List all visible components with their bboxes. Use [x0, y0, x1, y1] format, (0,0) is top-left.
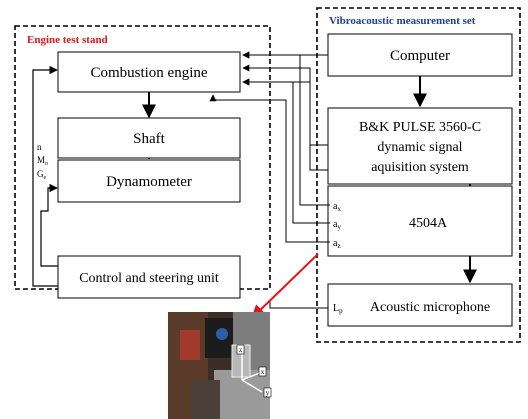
photo-axis-marks: z x y	[236, 344, 272, 398]
axis-ay: ay	[333, 219, 341, 231]
measurement-set-frame	[316, 7, 521, 343]
engine-photo	[168, 312, 270, 419]
microphone-label: Acoustic microphone	[370, 300, 490, 315]
az-sensor-line	[209, 94, 330, 243]
computer-label: Computer	[390, 48, 450, 64]
combustion-engine-label: Combustion engine	[90, 65, 207, 81]
shaft-label: Shaft	[133, 131, 165, 147]
pulse-label-line1: B&K PULSE 3560-C	[359, 120, 481, 135]
accelerometer-label: 4504A	[409, 216, 448, 231]
pulse-block	[327, 107, 513, 185]
photo-axis-x: x	[261, 368, 265, 376]
ax-sensor-line	[242, 51, 330, 206]
control-unit-label: Control and steering unit	[79, 271, 219, 286]
microphone-block	[327, 283, 513, 327]
dynamometer-label: Dynamometer	[106, 174, 192, 190]
axis-ax: ax	[333, 201, 341, 213]
control-to-dynamometer-loop	[40, 187, 58, 267]
pointer-arrow	[250, 253, 319, 319]
dynamometer-block	[57, 159, 241, 203]
pulse-label-line2: dynamic signal	[377, 140, 462, 155]
ay-sensor-line	[242, 78, 330, 224]
pulse-label-line3: aquisition system	[371, 160, 469, 175]
control-unit-block	[57, 255, 241, 299]
photo-axis-z: z	[239, 346, 242, 354]
axis-az: az	[333, 238, 341, 250]
feedback-var-m: Mo	[37, 155, 48, 167]
accelerometer-block	[327, 185, 513, 257]
photo-axis-y: y	[266, 389, 270, 397]
mic-to-photo-line	[269, 300, 328, 309]
shaft-block	[57, 117, 241, 159]
control-to-engine-loop	[32, 65, 58, 287]
feedback-var-g: Ge	[37, 169, 47, 181]
measurement-set-title: Vibroacoustic measurement set	[329, 15, 476, 27]
computer-block	[327, 33, 513, 77]
engine-stand-title: Engine test stand	[27, 34, 108, 46]
mic-lp-label: Lp	[333, 303, 343, 315]
engine-stand-frame	[14, 25, 271, 290]
feedback-var-n: n	[37, 142, 42, 152]
